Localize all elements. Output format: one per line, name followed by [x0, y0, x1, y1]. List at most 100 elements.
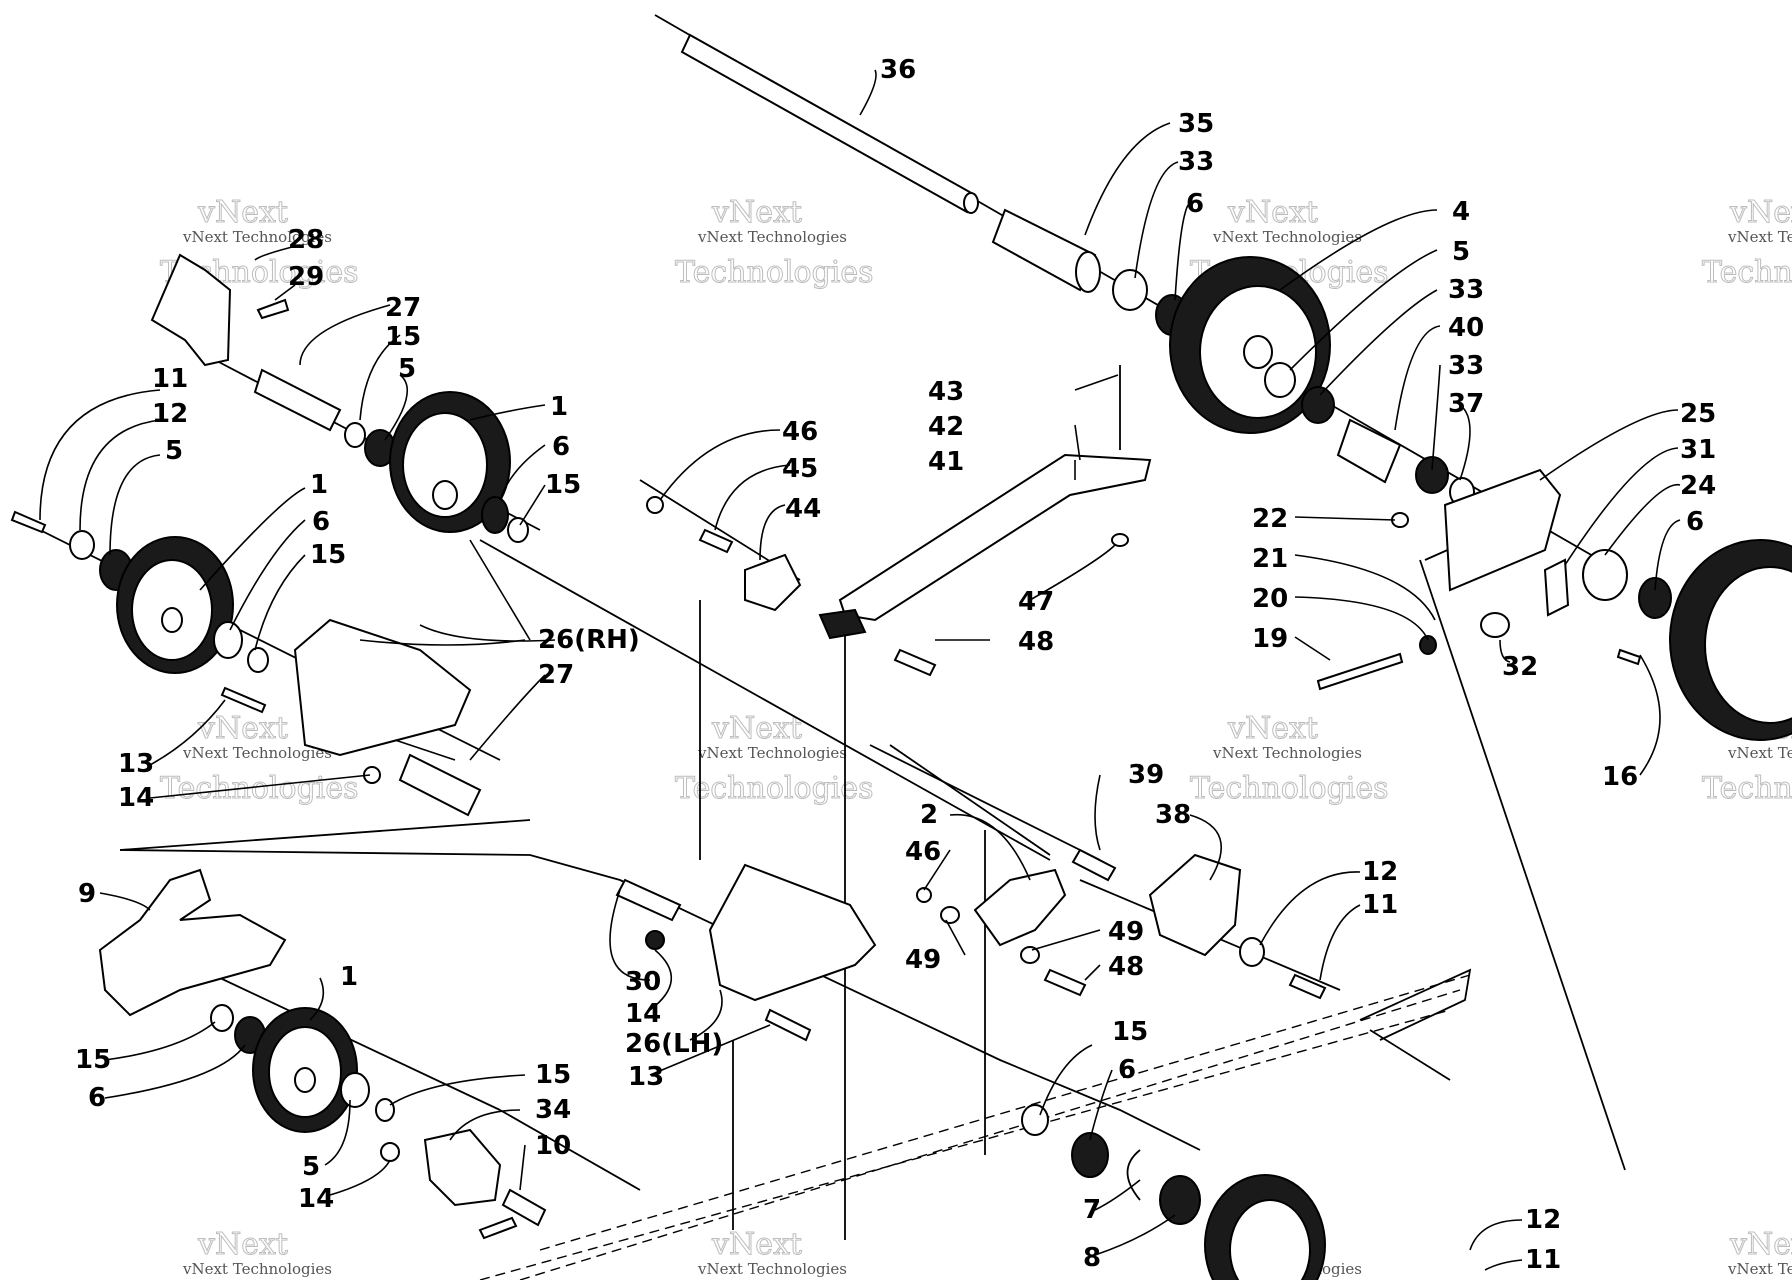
wheel-1c [252, 1007, 358, 1133]
callout-37: 37 [1448, 389, 1484, 419]
callout-34: 34 [535, 1095, 571, 1125]
callout-15: 15 [1112, 1017, 1148, 1047]
bushing-6b [1638, 577, 1672, 619]
callout-15: 15 [545, 470, 581, 500]
svg-text:vNext Technologies: vNext Technologies [182, 228, 332, 246]
strap-41 [838, 453, 1152, 622]
spacer-30 [615, 878, 682, 922]
callout-14: 14 [298, 1184, 334, 1214]
callout-48: 48 [1108, 952, 1144, 982]
callout-11: 11 [1525, 1245, 1561, 1275]
callout-21: 21 [1252, 544, 1288, 574]
bolt-13a [220, 686, 267, 714]
bracket-28 [150, 253, 232, 367]
svg-text:Technologies: Technologies [675, 255, 874, 290]
svg-text:vNext: vNext [1227, 195, 1318, 230]
watermark-10: vNext vNext Technologies [697, 1227, 847, 1279]
spacer-10 [501, 1188, 547, 1227]
washer-15e [375, 1098, 395, 1122]
callout-27: 27 [538, 660, 574, 690]
callout-46: 46 [905, 837, 941, 867]
bushing-6c [481, 496, 509, 534]
callout-29: 29 [288, 262, 324, 292]
callout-32: 32 [1502, 652, 1538, 682]
parts [10, 33, 1792, 1280]
callout-39: 39 [1128, 760, 1164, 790]
callout-31: 31 [1680, 435, 1716, 465]
callout-33: 33 [1448, 275, 1484, 305]
callout-15: 15 [75, 1045, 111, 1075]
washer-15a [344, 422, 366, 448]
slide-rail [479, 968, 1472, 1280]
svg-text:vNext: vNext [197, 195, 288, 230]
bearing-8 [1159, 1175, 1201, 1225]
nut-46b [916, 887, 932, 903]
bushing-33b [1301, 386, 1335, 424]
svg-text:vNext: vNext [1227, 711, 1318, 746]
callout-6: 6 [88, 1083, 106, 1113]
svg-text:Technologies: Technologies [1702, 771, 1792, 806]
watermark-4: vNext vNext Technologies Technologies [1702, 195, 1792, 291]
svg-text:vNext Technologies: vNext Technologies [1727, 228, 1792, 246]
shaft-36 [680, 33, 979, 214]
callout-20: 20 [1252, 584, 1288, 614]
spacer-27a [253, 368, 342, 432]
washer-49b [1020, 946, 1040, 964]
washer-15f [1021, 1104, 1049, 1136]
arm-26rh [293, 618, 472, 757]
watermark-6: vNext vNext Technologies Technologies [675, 711, 875, 807]
washer-15b [507, 517, 529, 543]
nut-46a [646, 496, 664, 514]
callout-22: 22 [1252, 504, 1288, 534]
leader-lines [39, 69, 1681, 1271]
spacer-39 [1071, 848, 1117, 882]
hub-24 [1582, 549, 1628, 601]
callout-38: 38 [1155, 800, 1191, 830]
bracket-31 [1543, 558, 1570, 617]
washer-12b [1239, 937, 1265, 967]
arm-26lh [708, 863, 877, 1002]
callout-25: 25 [1680, 399, 1716, 429]
callout-9: 9 [78, 879, 96, 909]
bracket-34 [423, 1128, 502, 1207]
svg-text:vNext: vNext [711, 195, 802, 230]
spacer-35 [991, 208, 1101, 293]
callout-8: 8 [1083, 1243, 1101, 1273]
svg-text:Technologies: Technologies [1702, 255, 1792, 290]
callout-41: 41 [928, 447, 964, 477]
svg-text:vNext Technologies: vNext Technologies [1727, 1260, 1792, 1278]
svg-text:vNext Technologies: vNext Technologies [182, 744, 332, 762]
washer-12a [69, 530, 95, 560]
callout-labels: 36 35 33 6 4 5 33 40 33 37 25 31 24 6 22… [75, 55, 1716, 1275]
callout-1: 1 [550, 392, 568, 422]
watermark-7: vNext vNext Technologies Technologies [1190, 711, 1390, 807]
callout-42: 42 [928, 412, 964, 442]
callout-49: 49 [1108, 917, 1144, 947]
callout-14: 14 [625, 999, 661, 1029]
callout-27: 27 [385, 293, 421, 323]
watermark-9: vNext vNext Technologies [182, 1227, 332, 1279]
washer-49a [940, 906, 960, 924]
callout-5: 5 [398, 354, 416, 384]
bushing-33c [1415, 456, 1449, 494]
nut-14b [645, 930, 665, 950]
spacer-32 [1480, 612, 1510, 638]
callout-15: 15 [310, 540, 346, 570]
callout-26rh: 26(RH) [538, 625, 640, 655]
bolt-48a [893, 648, 937, 677]
svg-text:vNext: vNext [711, 711, 802, 746]
bushing-33a [1112, 269, 1148, 311]
callout-6: 6 [552, 432, 570, 462]
callout-15: 15 [385, 322, 421, 352]
watermark-2: vNext vNext Technologies Technologies [675, 195, 875, 291]
callout-16: 16 [1602, 762, 1638, 792]
callout-10: 10 [535, 1131, 571, 1161]
svg-text:vNext Technologies: vNext Technologies [1212, 228, 1362, 246]
svg-text:vNext Technologies: vNext Technologies [1727, 744, 1792, 762]
callout-36: 36 [880, 55, 916, 85]
callout-47: 47 [1018, 587, 1054, 617]
washer-15c [247, 647, 269, 673]
bolt-16 [1616, 648, 1642, 666]
callout-35: 35 [1178, 109, 1214, 139]
